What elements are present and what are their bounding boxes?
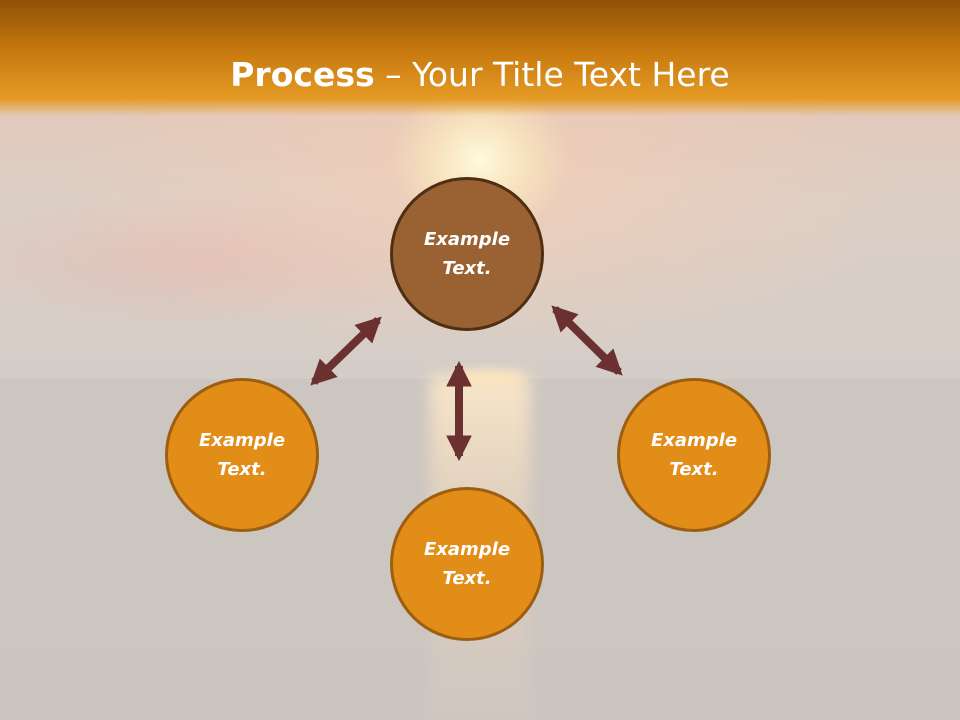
node-right-label: Example Text. [634, 426, 754, 484]
node-bottom-line1: Example [423, 539, 511, 560]
title-rest: Your Title Text Here [412, 55, 730, 94]
node-bottom-label: Example Text. [407, 535, 527, 593]
arrow-top-right [551, 305, 623, 376]
process-node-bottom[interactable]: Example Text. [390, 487, 544, 641]
node-right-line1: Example [650, 430, 738, 451]
title-bar: Process – Your Title Text Here [0, 0, 960, 116]
process-node-right[interactable]: Example Text. [617, 378, 771, 532]
horizon-sun [455, 370, 525, 386]
node-top-line2: Text. [442, 258, 492, 279]
node-left-line1: Example [198, 430, 286, 451]
process-node-left[interactable]: Example Text. [165, 378, 319, 532]
node-left-label: Example Text. [182, 426, 302, 484]
node-top-line1: Example [423, 229, 511, 250]
node-right-line2: Text. [669, 459, 719, 480]
node-bottom-line2: Text. [442, 568, 492, 589]
slide-title: Process – Your Title Text Here [0, 55, 960, 95]
process-node-top[interactable]: Example Text. [390, 177, 544, 331]
title-separator: – [374, 55, 413, 94]
node-left-line2: Text. [217, 459, 267, 480]
node-top-label: Example Text. [407, 225, 527, 283]
arrow-top-left [310, 316, 382, 386]
title-bold: Process [230, 55, 375, 94]
